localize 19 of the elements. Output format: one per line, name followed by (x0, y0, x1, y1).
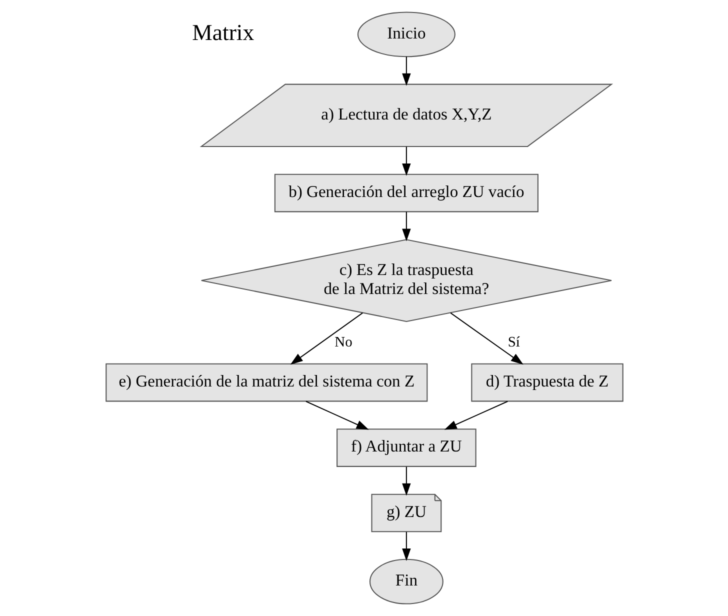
node-box: f) Adjuntar a ZU (336, 428, 476, 467)
node-box: d) Traspuesta de Z (470, 363, 623, 402)
node-ellipse: Inicio (356, 12, 455, 58)
arrow (402, 56, 410, 86)
arrow (402, 146, 410, 176)
edge-label: Sí (507, 334, 520, 351)
node-diamond: c) Es Z la traspuesta de la Matriz del sistema? (200, 239, 612, 322)
arrow (290, 312, 362, 365)
arrow (444, 400, 508, 430)
node-box: b) Generación del arreglo ZU vacío (274, 174, 538, 212)
node-box: e) Generación de la matriz del sistema con Z (105, 363, 428, 402)
node-ellipse: Fin (368, 558, 443, 604)
arrow (402, 212, 410, 242)
arrow (402, 466, 410, 496)
edge-label: No (334, 334, 352, 351)
arrow (402, 532, 410, 561)
arrow (450, 312, 523, 365)
label: Matrix (192, 20, 254, 46)
arrow (305, 400, 368, 430)
